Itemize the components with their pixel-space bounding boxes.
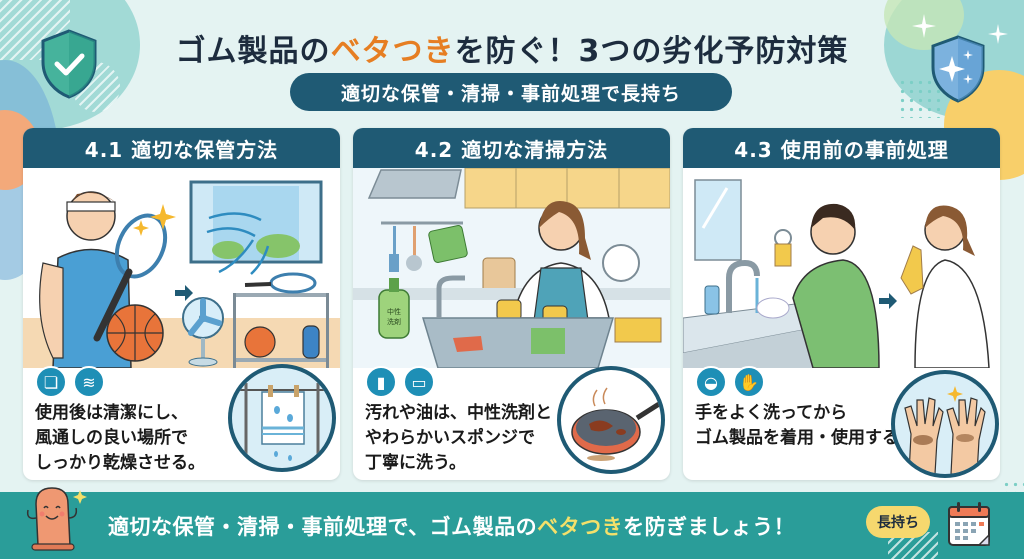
shield-check-icon [41,29,97,99]
cleaning-scene-illustration: 中性 洗剤 [353,168,670,368]
panel-heading: 4.3 使用前の事前処理 [683,128,1000,168]
frying-pan-inset [557,366,665,474]
panel-cleaning: 4.2 適切な清掃方法 中性 洗剤 ▮ ▭ 汚れや [353,128,670,480]
title-text: ゴム製品の [175,34,331,69]
panel-icon-row: ❏ ≋ [35,366,105,398]
panel-icon-row: ◒ ✋ [695,366,765,398]
storage-scene-illustration [23,168,340,368]
pretreatment-scene-illustration [683,168,1000,368]
washing-hands-icon: ✋ [733,366,765,398]
panel-description: 汚れや油は、中性洗剤と やわらかいスポンジで 丁寧に洗う。 [365,403,552,473]
footer-accent: ベタつき [537,515,624,539]
dirty-hands-inset [891,370,999,478]
dirty-hands-illustration [904,386,986,474]
wind-icon: ≋ [73,366,105,398]
panel-heading: 4.1 適切な保管方法 [23,128,340,168]
panel-heading: 4.2 適切な清掃方法 [353,128,670,168]
footer-message: 適切な保管・清掃・事前処理で、ゴム製品のベタつきを防ぎましょう！ [108,511,795,541]
panel-storage: 4.1 適切な保管方法 [23,128,340,480]
panel-description: 手をよく洗ってから ゴム製品を着用・使用する。 [695,403,916,448]
calendar-icon [948,502,990,546]
detergent-bottle-icon: ▮ [365,366,397,398]
long-lasting-badge: 長持ち [866,506,930,538]
drying-towel-inset [228,364,336,472]
sparkle-icon [988,24,1008,44]
footer-banner: 適切な保管・清掃・事前処理で、ゴム製品のベタつきを防ぎましょう！ [0,487,1024,559]
panel-pretreatment: 4.3 使用前の事前処理 ◒ ✋ 手をよく洗ってから ゴム製品を着用・使用する。 [683,128,1000,480]
sponge-icon: ▭ [403,366,435,398]
shield-sparkle-icon [931,35,985,103]
detergent-label: 中性 [387,307,401,316]
svg-text:洗剤: 洗剤 [387,317,401,326]
sparkle-icon [912,14,936,38]
page-title: ゴム製品のベタつきを防ぐ！3つの劣化予防対策 [0,26,1024,70]
title-accent: ベタつき [330,34,455,69]
panel-icon-row: ▮ ▭ [365,366,435,398]
subtitle-pill: 適切な保管・清掃・事前処理で長持ち [290,73,732,111]
soap-icon: ◒ [695,366,727,398]
title-text: を防ぐ！3つの劣化予防対策 [454,34,849,69]
rubber-mascot-icon [26,487,87,551]
footer-text: を防ぎましょう！ [623,515,796,539]
towel-sparkle-icon: ❏ [35,366,67,398]
panel-description: 使用後は清潔にし、 風通しの良い場所で しっかり乾燥させる。 [35,403,205,473]
oily-frying-pan-illustration [571,387,661,461]
footer-text: 適切な保管・清掃・事前処理で、ゴム製品の [108,515,538,539]
drying-towel-illustration [240,383,324,468]
